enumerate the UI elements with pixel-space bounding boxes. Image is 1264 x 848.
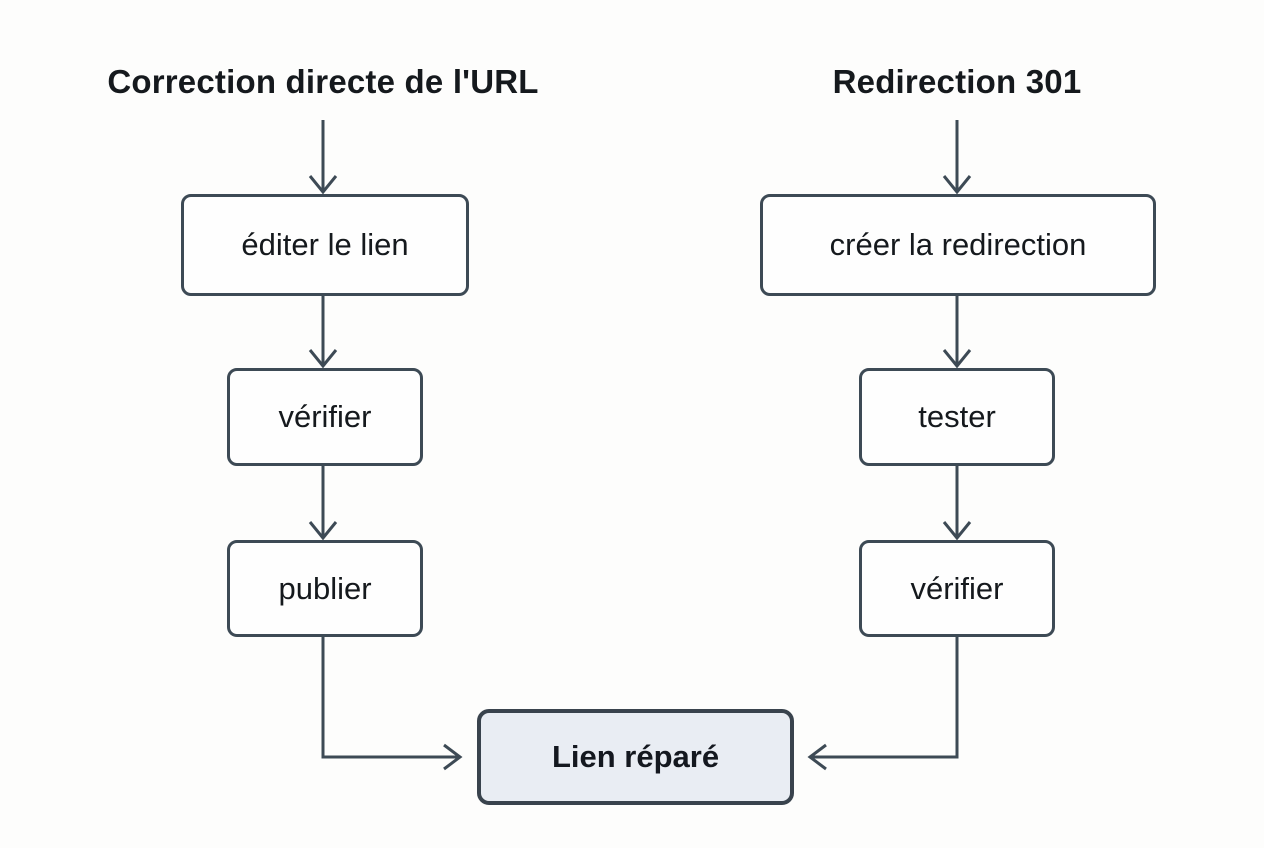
arrow-right-step2-to-step3 [942, 466, 972, 541]
arrow-left-step3-to-result [321, 637, 463, 771]
branch-header-direct-url-correction: Correction directe de l'URL [107, 63, 539, 100]
step-create-redirect: créer la redirection [760, 194, 1156, 296]
arrow-left-step1-to-step2 [308, 296, 338, 369]
step-verify-right: vérifier [859, 540, 1055, 637]
branch-header-redirect-301: Redirection 301 [832, 63, 1082, 100]
step-test: tester [859, 368, 1055, 466]
arrow-right-step3-to-result [807, 637, 959, 771]
arrow-right-header-to-step1 [942, 120, 972, 195]
step-verify-left: vérifier [227, 368, 423, 466]
step-publish: publier [227, 540, 423, 637]
arrow-right-step1-to-step2 [942, 296, 972, 369]
step-edit-link: éditer le lien [181, 194, 469, 296]
result-link-repaired: Lien réparé [477, 709, 794, 805]
arrow-left-step2-to-step3 [308, 466, 338, 541]
arrow-left-header-to-step1 [308, 120, 338, 195]
